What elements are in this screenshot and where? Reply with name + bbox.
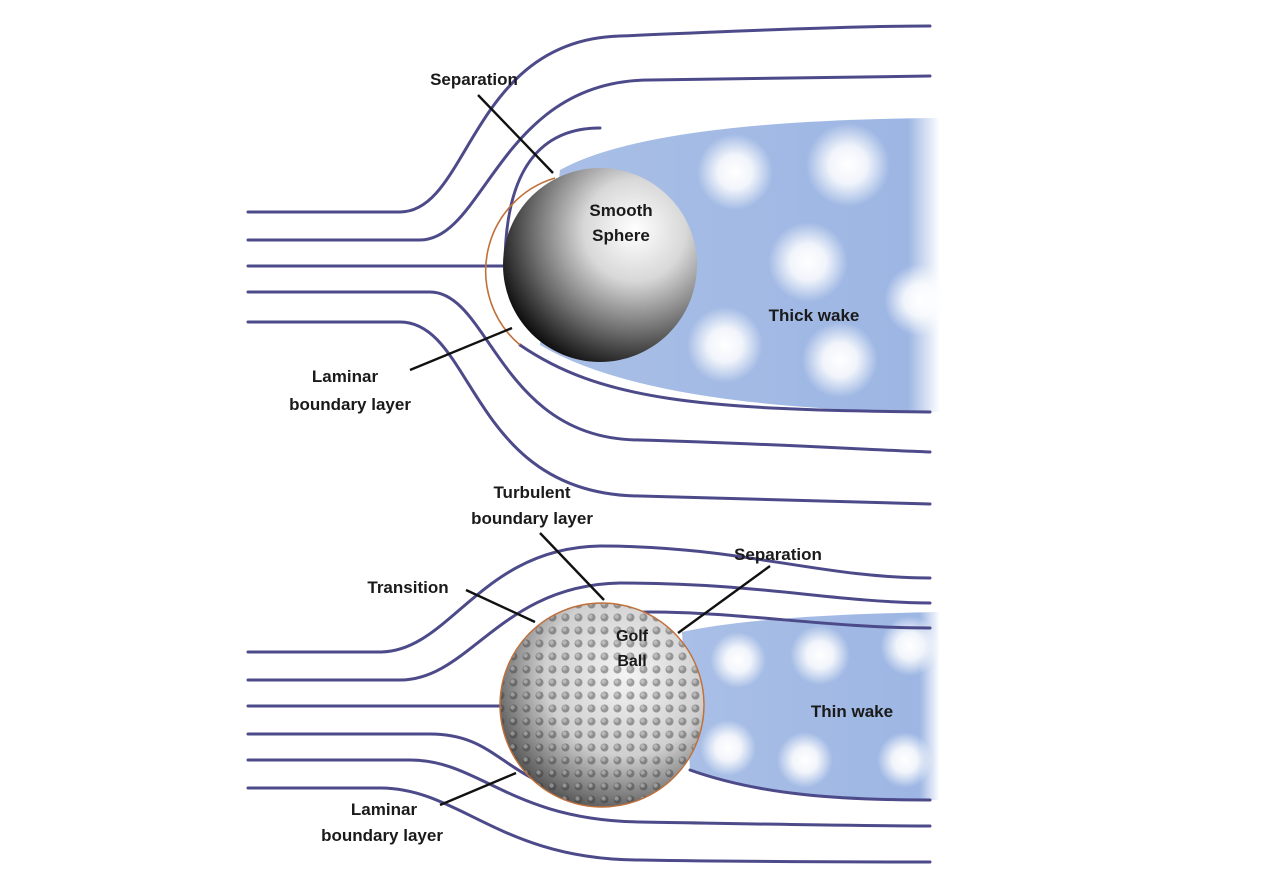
- separation-leader-top: [477, 94, 554, 174]
- separation-label-bottom: Separation: [734, 545, 822, 564]
- laminar-label-bottom-line1: Laminar: [351, 800, 418, 819]
- laminar-label-top-line2: boundary layer: [289, 395, 411, 414]
- golf-ball: [499, 602, 705, 808]
- thick-wake-label: Thick wake: [769, 306, 860, 325]
- bottom-panel: Turbulent boundary layer Separation Tran…: [246, 483, 940, 864]
- turbulent-leader: [539, 532, 605, 601]
- transition-label: Transition: [367, 578, 448, 597]
- wake-vortices: [687, 123, 956, 398]
- laminar-leader-bottom: [439, 771, 517, 807]
- turbulent-label-line1: Turbulent: [493, 483, 570, 502]
- separation-label-top: Separation: [430, 70, 518, 89]
- smooth-sphere-label-line1: Smooth: [589, 201, 652, 220]
- laminar-label-top-line1: Laminar: [312, 367, 379, 386]
- laminar-label-bottom-line2: boundary layer: [321, 826, 443, 845]
- laminar-leader-top: [409, 326, 513, 372]
- golf-ball-label-line1: Golf: [616, 628, 649, 645]
- boundary-layer-arc: [484, 177, 556, 346]
- thin-wake-label: Thin wake: [811, 702, 893, 721]
- top-panel: Separation Smooth Sphere Thick wake Lami…: [246, 24, 956, 506]
- separation-leader-bottom: [677, 565, 771, 634]
- smooth-sphere: [503, 168, 697, 362]
- golf-ball-label-line2: Ball: [617, 653, 646, 670]
- smooth-sphere-label-line2: Sphere: [592, 226, 650, 245]
- turbulent-label-line2: boundary layer: [471, 509, 593, 528]
- transition-leader: [465, 588, 536, 624]
- thin-wake-vortices: [700, 616, 940, 788]
